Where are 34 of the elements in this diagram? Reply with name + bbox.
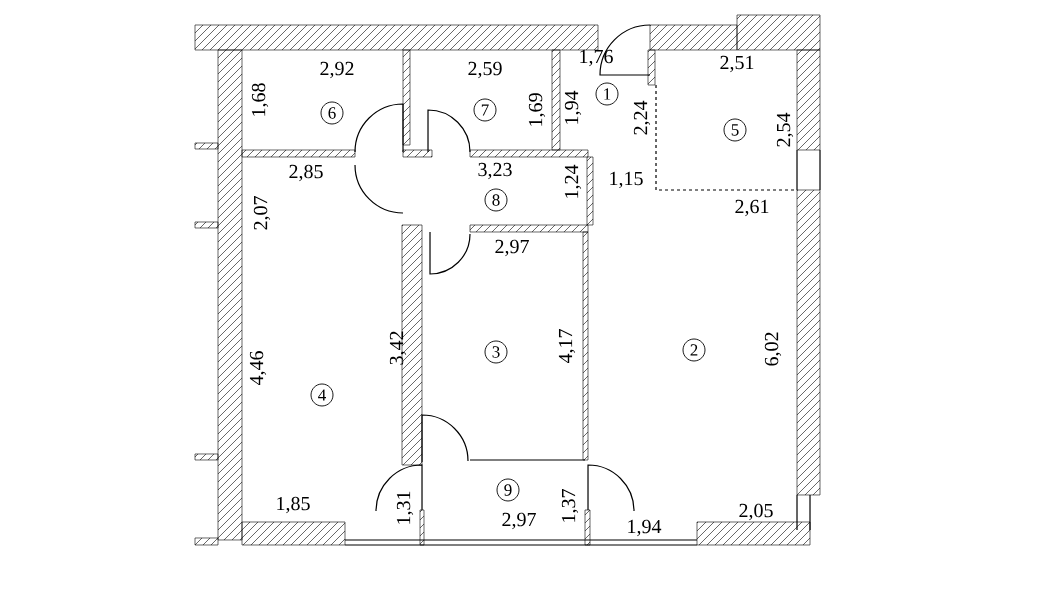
dimension-label: 1,24 xyxy=(564,164,582,198)
dimension-label: 2,97 xyxy=(495,239,529,257)
dimension-label: 1,31 xyxy=(396,491,414,524)
dimension-label: 2,59 xyxy=(468,61,502,79)
room-number: 9 xyxy=(496,478,520,502)
room-number: 5 xyxy=(723,118,747,142)
room-number: 8 xyxy=(484,188,508,212)
room-number: 6 xyxy=(320,101,344,125)
room-number: 3 xyxy=(484,340,508,364)
dimension-label: 2,07 xyxy=(253,196,271,230)
dimension-label: 2,85 xyxy=(289,164,323,182)
room-number: 7 xyxy=(473,98,497,122)
dimension-label: 2,61 xyxy=(735,199,769,217)
dimension-label: 1,94 xyxy=(628,519,662,537)
dimension-label: 4,46 xyxy=(249,351,267,386)
dimension-label: 2,92 xyxy=(320,61,354,79)
dimension-label: 2,54 xyxy=(776,112,794,147)
dimension-label: 1,85 xyxy=(277,496,310,514)
dimension-label: 2,97 xyxy=(502,512,536,530)
dimension-label: 2,51 xyxy=(720,55,754,73)
dimension-label: 1,68 xyxy=(251,83,269,116)
dimension-label: 2,05 xyxy=(739,503,773,521)
dimension-label: 2,24 xyxy=(633,100,651,135)
dimension-label: 3,42 xyxy=(389,331,407,365)
dimension-label: 3,23 xyxy=(478,162,512,180)
dimension-label: 1,69 xyxy=(528,93,546,126)
dimension-label: 6,02 xyxy=(764,332,782,366)
dimension-label: 1,15 xyxy=(610,171,643,189)
dimension-label: 1,37 xyxy=(561,489,579,522)
dimension-label: 1,94 xyxy=(564,90,582,124)
room-number: 2 xyxy=(682,338,706,362)
dimension-label: 4,17 xyxy=(558,329,576,364)
room-number: 1 xyxy=(595,82,619,106)
room-number: 4 xyxy=(310,383,334,407)
